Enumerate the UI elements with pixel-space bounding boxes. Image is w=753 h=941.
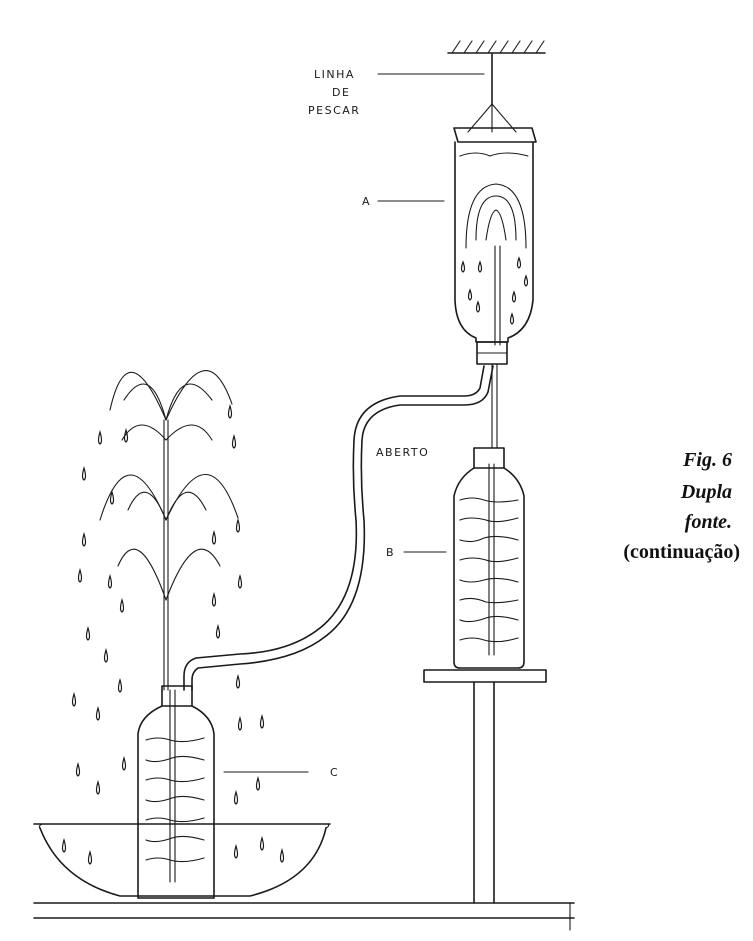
basin bbox=[33, 823, 331, 897]
fountain-drops bbox=[61, 403, 285, 865]
stand bbox=[423, 669, 547, 904]
ceiling-support bbox=[447, 40, 546, 54]
label-fishing-line-2: DE bbox=[332, 86, 350, 99]
table bbox=[33, 902, 575, 931]
bottle-a bbox=[453, 127, 537, 365]
label-bottle-a: A bbox=[362, 195, 371, 208]
caption-note: (continuação) bbox=[623, 541, 740, 563]
caption-title-line2: fonte. bbox=[685, 511, 732, 533]
caption-title-line1: Dupla bbox=[680, 481, 732, 503]
label-fishing-line-1: LINHA bbox=[314, 68, 355, 81]
caption-figure-number: Fig. 6 bbox=[682, 449, 732, 471]
label-bottle-c: C bbox=[330, 766, 339, 779]
label-fishing-line-3: PESCAR bbox=[308, 104, 360, 117]
label-open-tube: ABERTO bbox=[376, 446, 429, 459]
tube-a-to-b bbox=[491, 363, 498, 449]
open-hose bbox=[183, 365, 494, 691]
bottle-b bbox=[453, 447, 525, 669]
label-bottle-b: B bbox=[386, 546, 395, 559]
water-drops-a bbox=[460, 256, 529, 325]
fishing-line bbox=[377, 53, 517, 133]
bottle-c bbox=[137, 685, 215, 899]
fountain-jet bbox=[99, 370, 239, 691]
